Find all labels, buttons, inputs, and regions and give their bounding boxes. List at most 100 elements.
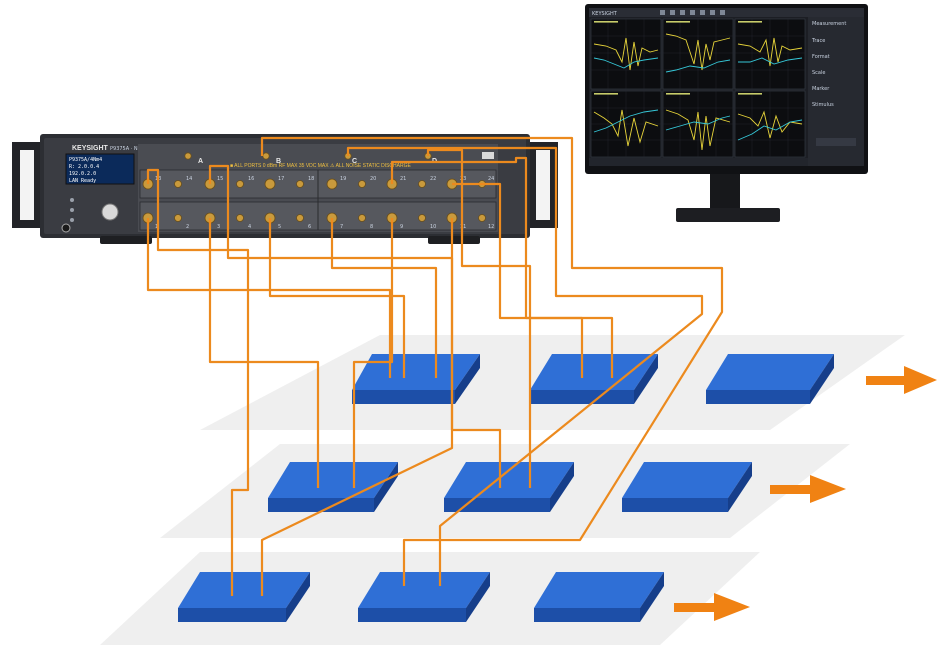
cable <box>208 218 320 488</box>
port-17[interactable] <box>264 178 276 190</box>
dut-chip-r1c3 <box>706 354 834 404</box>
panel-item-marker[interactable]: Marker <box>812 86 830 92</box>
port-20[interactable] <box>358 180 366 188</box>
power-button[interactable] <box>61 223 71 233</box>
panel-button[interactable] <box>816 138 856 146</box>
cables <box>146 136 724 596</box>
warning-label: ■ ALL PORTS 0 dBm RF MAX 35 VDC MAX ⚠ AL… <box>230 163 411 169</box>
usb-port[interactable] <box>482 152 494 159</box>
cable <box>452 182 584 378</box>
panel-title: Measurement <box>812 21 846 27</box>
port-number: 12 <box>488 224 494 230</box>
monitor: KEYSIGHT Measurement Trace Format Scale … <box>585 4 868 222</box>
status-bar <box>589 158 808 166</box>
port-number: 8 <box>370 224 373 230</box>
bank-port-b[interactable] <box>262 152 270 160</box>
port-19[interactable] <box>326 178 338 190</box>
port-number: 1 <box>155 224 158 230</box>
app-toolbar <box>589 8 864 17</box>
cable <box>352 218 394 488</box>
arrow-right-row-2 <box>770 475 846 503</box>
port-number: 20 <box>370 176 376 182</box>
port-number: 2 <box>186 224 189 230</box>
port-number: 3 <box>217 224 220 230</box>
port-number: 22 <box>430 176 436 182</box>
port-2[interactable] <box>174 214 182 222</box>
lcd-line-1: P9375A/4Nm4 <box>69 157 102 163</box>
port-number: 14 <box>186 176 192 182</box>
trace-11 <box>737 110 803 139</box>
port-6[interactable] <box>296 214 304 222</box>
port-number: 17 <box>278 176 284 182</box>
panel-item-stimulus[interactable]: Stimulus <box>812 102 834 108</box>
port-4[interactable] <box>236 214 244 222</box>
arrow-right-row-3 <box>674 593 750 621</box>
trace-7 <box>593 109 659 147</box>
trace-1 <box>593 37 659 71</box>
trace-10 <box>665 115 731 131</box>
rotary-knob[interactable] <box>101 203 119 221</box>
arrows <box>674 366 937 621</box>
port-number: 15 <box>217 176 223 182</box>
model-label: P9375A · Nn 4Nm4 <box>110 146 157 152</box>
port-number: 10 <box>430 224 436 230</box>
port-number: 7 <box>340 224 343 230</box>
cable <box>146 168 250 596</box>
trace-5 <box>737 37 803 67</box>
app-title: KEYSIGHT <box>592 11 618 17</box>
cable <box>346 146 704 586</box>
toolbar-icons <box>660 10 725 15</box>
cable <box>208 164 454 596</box>
port-number: 11 <box>460 224 466 230</box>
trace-6 <box>738 57 803 65</box>
port-number: 23 <box>460 176 466 182</box>
monitor-stand-neck <box>710 174 740 210</box>
panel-item-trace[interactable]: Trace <box>811 38 825 44</box>
cable <box>426 148 532 488</box>
monitor-stand-base <box>676 208 780 222</box>
lcd-line-3: 192.0.2.0 <box>69 171 96 177</box>
port-12[interactable] <box>478 214 486 222</box>
port-number: 6 <box>308 224 311 230</box>
brand-label: KEYSIGHT <box>72 145 109 152</box>
status-led <box>70 198 74 202</box>
dut-chip-r1c2 <box>530 354 658 404</box>
port-number: 19 <box>340 176 346 182</box>
panel-item-format[interactable]: Format <box>812 54 830 60</box>
trace-4 <box>665 59 731 73</box>
port-22[interactable] <box>418 180 426 188</box>
dut-chip-r3c3 <box>534 572 664 622</box>
bank-port-a[interactable] <box>184 152 192 160</box>
lcd-display <box>65 153 135 185</box>
bank-label-c: C <box>352 158 357 165</box>
chips <box>178 354 834 622</box>
dut-chip-r3c2 <box>358 572 490 622</box>
bank-label-b: B <box>276 158 281 165</box>
port-18[interactable] <box>296 180 304 188</box>
lcd-line-4: LAN Ready <box>69 178 96 184</box>
port-number: 4 <box>248 224 251 230</box>
dut-chip-r2c2 <box>444 462 574 512</box>
dut-chip-r3c1 <box>178 572 310 622</box>
port-8[interactable] <box>358 214 366 222</box>
port-10[interactable] <box>418 214 426 222</box>
port-number: 21 <box>400 176 406 182</box>
port-number: 9 <box>400 224 403 230</box>
port-16[interactable] <box>236 180 244 188</box>
trace-9 <box>665 109 731 151</box>
cable <box>260 136 724 586</box>
panel-item-scale[interactable]: Scale <box>812 70 825 76</box>
instrument-foot <box>100 236 152 244</box>
plot-grid <box>590 18 806 158</box>
port-14[interactable] <box>174 180 182 188</box>
status-led <box>70 218 74 222</box>
cable <box>330 218 438 378</box>
instrument: KEYSIGHT P9375A · Nn 4Nm4 P9375A/4Nm4 R:… <box>12 134 558 244</box>
lcd-line-2: R: 2.0.0.4 <box>69 164 99 170</box>
dut-chip-r2c3 <box>622 462 752 512</box>
port-number: 24 <box>488 176 494 182</box>
trace-12 <box>737 119 803 141</box>
cable <box>390 156 614 378</box>
port-number: 5 <box>278 224 281 230</box>
instrument-foot <box>428 236 480 244</box>
